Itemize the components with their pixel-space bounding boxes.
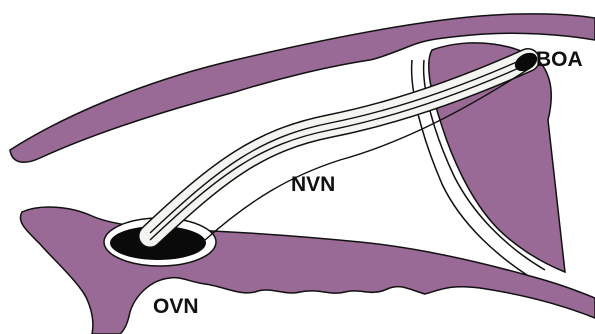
label-nvn: NVN [291, 173, 335, 196]
label-boa: BOA [536, 48, 583, 71]
label-ovn: OVN [153, 295, 199, 318]
